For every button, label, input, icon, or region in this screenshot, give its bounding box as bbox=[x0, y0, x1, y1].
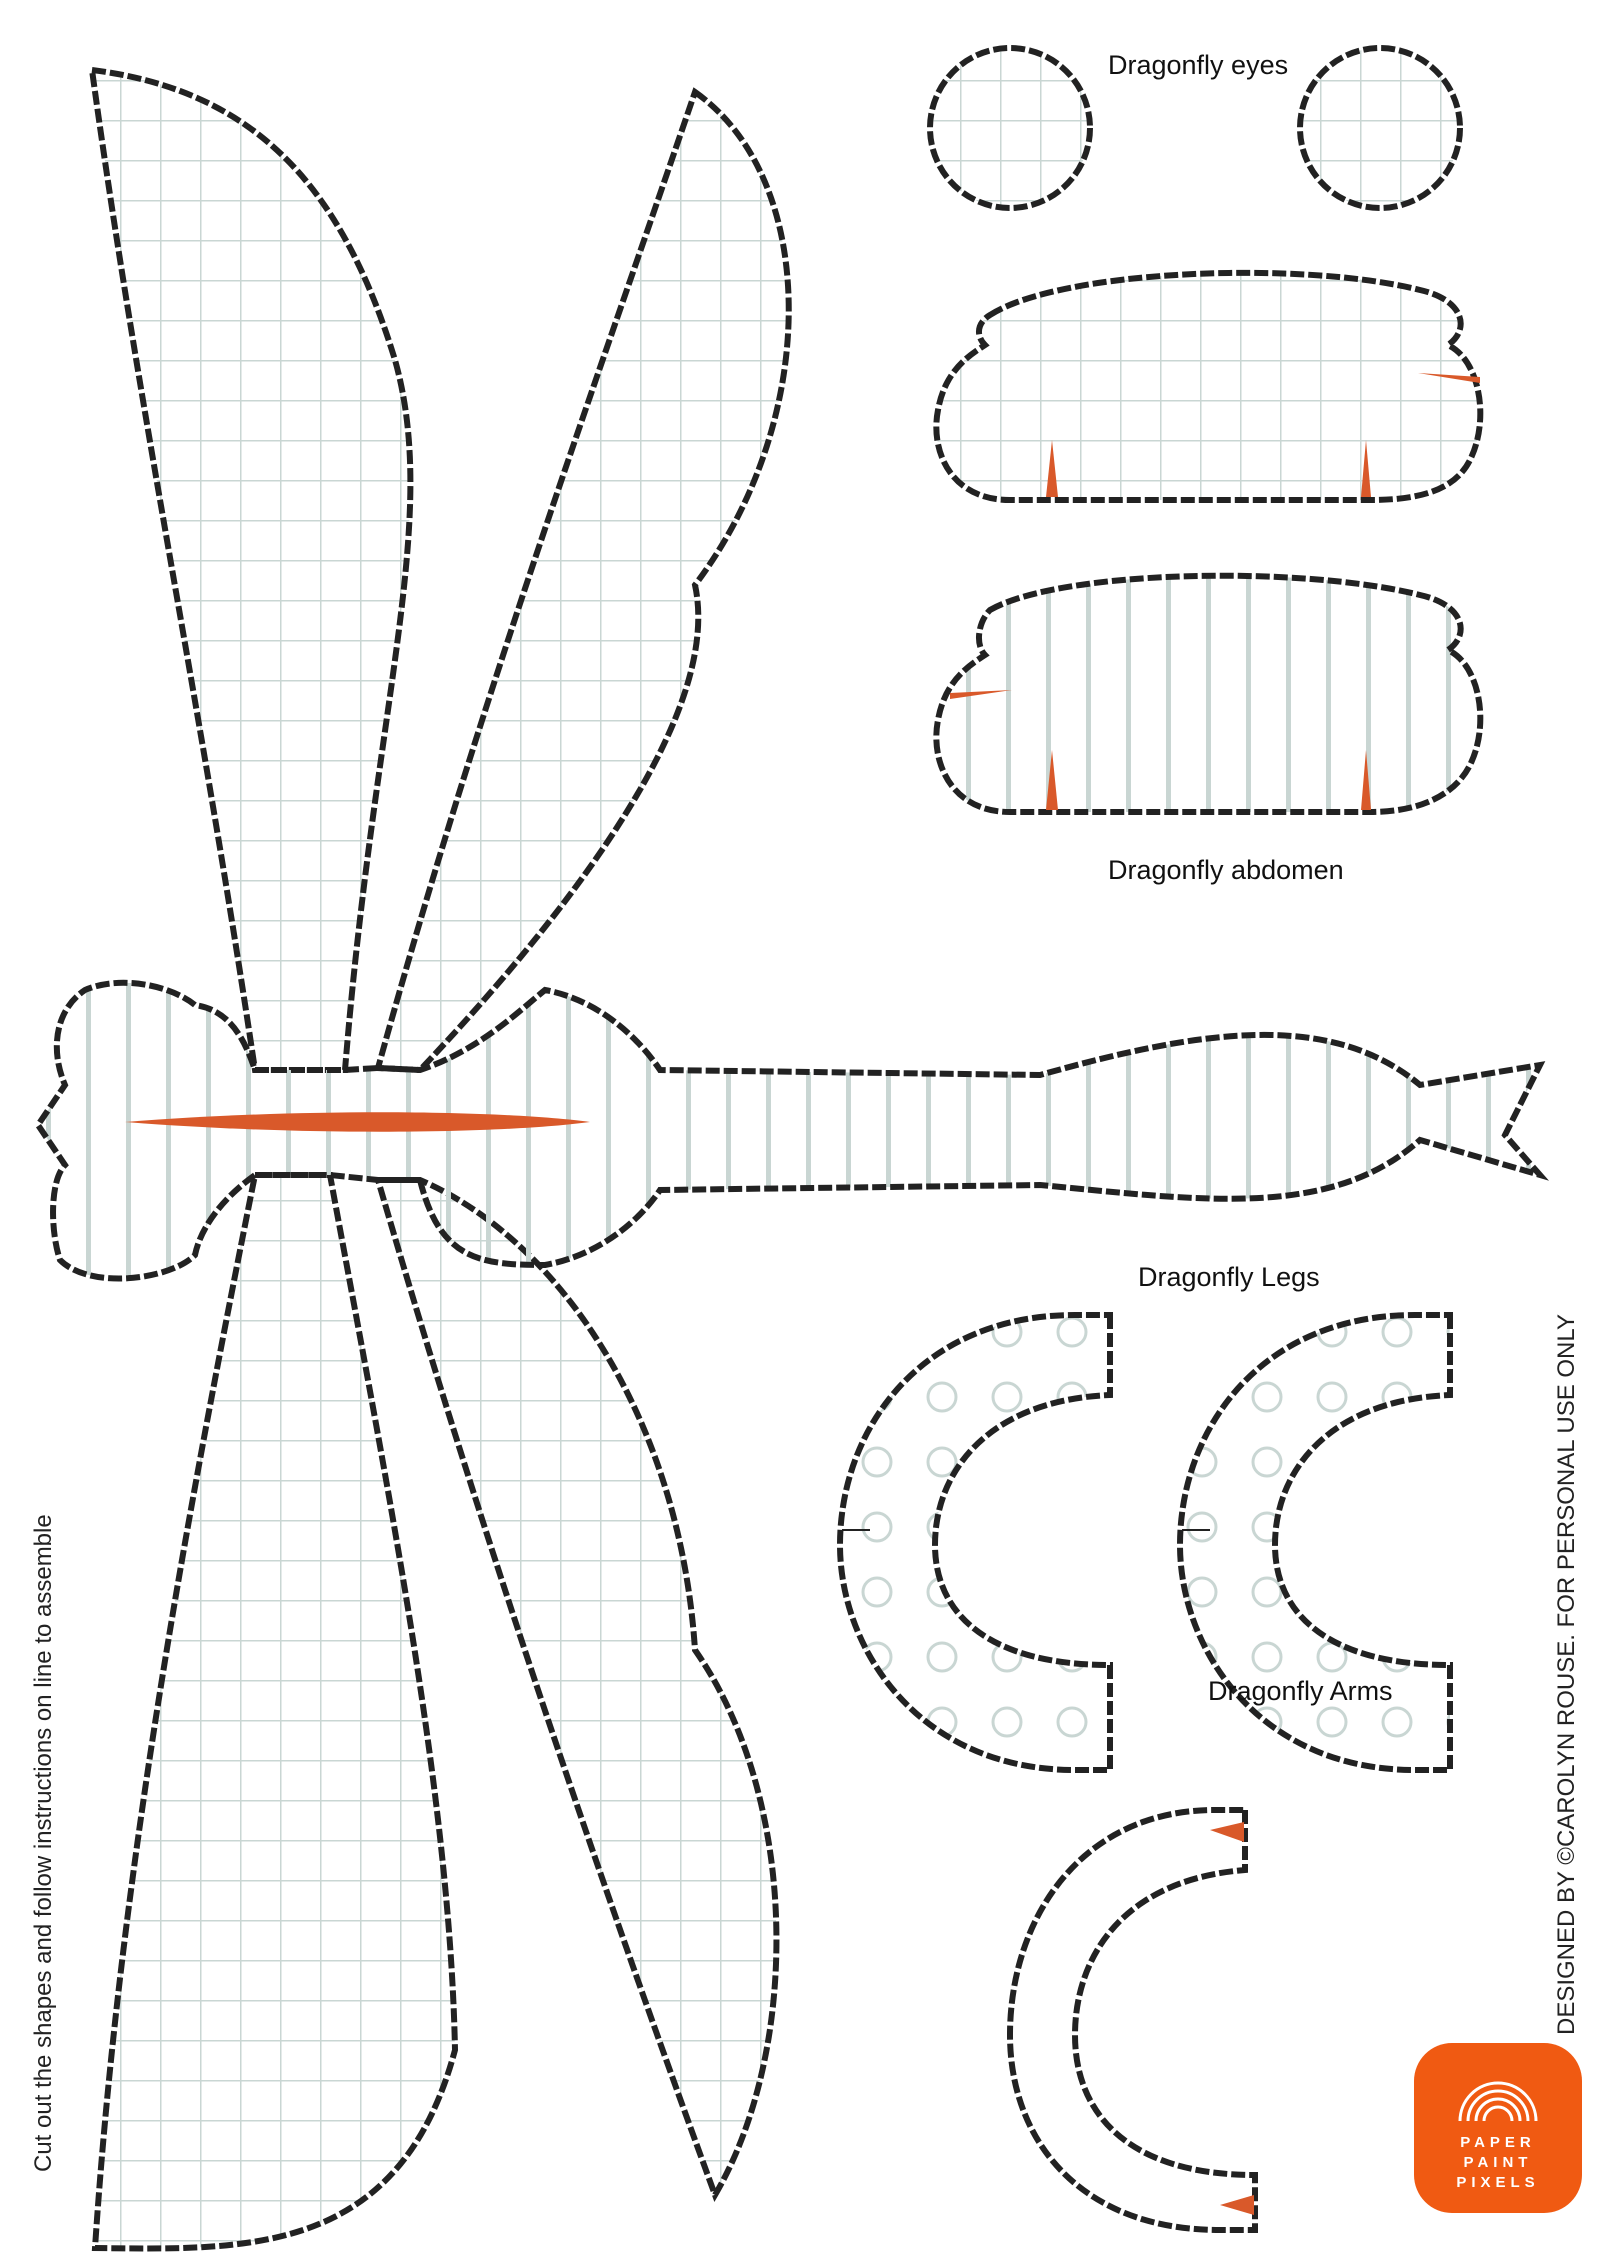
dragonfly-body bbox=[34, 979, 1550, 1282]
body-slit-mark bbox=[125, 1112, 590, 1132]
paper-paint-pixels-logo: PAPER PAINT PIXELS bbox=[1414, 2043, 1582, 2213]
abdomen-label: Dragonfly abdomen bbox=[1108, 855, 1344, 885]
abdomen-piece-top bbox=[933, 269, 1484, 503]
arm-slit-top bbox=[1210, 1822, 1244, 1842]
legs-label: Dragonfly Legs bbox=[1138, 1262, 1320, 1292]
logo-line-paper: PAPER bbox=[1460, 2134, 1536, 2151]
eye-left bbox=[927, 45, 1093, 211]
wing-lower-right bbox=[374, 1177, 780, 2203]
abdomen-top-slit-left bbox=[1046, 440, 1058, 497]
leg-piece-left bbox=[836, 1312, 1113, 1773]
eyes-label: Dragonfly eyes bbox=[1108, 50, 1289, 80]
leg-piece-right bbox=[1176, 1312, 1453, 1773]
eye-right bbox=[1297, 45, 1463, 211]
arm-slit-bottom bbox=[1220, 2195, 1254, 2215]
abdomen-piece-bottom bbox=[933, 572, 1484, 815]
wing-lower-left bbox=[91, 1172, 459, 2252]
arm-piece bbox=[1006, 1807, 1258, 2233]
logo-line-pixels: PIXELS bbox=[1456, 2174, 1540, 2191]
rainbow-icon bbox=[1458, 2081, 1538, 2122]
abdomen-bottom-slit-left bbox=[1046, 750, 1058, 810]
logo-line-paint: PAINT bbox=[1463, 2154, 1533, 2171]
abdomen-bottom-slit-right bbox=[1361, 750, 1371, 810]
instructions-text: Cut out the shapes and follow instructio… bbox=[30, 1514, 57, 2172]
wing-upper-right bbox=[374, 87, 792, 1074]
abdomen-top-slit-side bbox=[1418, 373, 1480, 383]
arms-label: Dragonfly Arms bbox=[1208, 1676, 1393, 1706]
wing-upper-left bbox=[88, 66, 414, 1073]
credit-text: DESIGNED BY ©CAROLYN ROUSE. FOR PERSONAL… bbox=[1553, 1314, 1580, 2035]
abdomen-top-slit-right bbox=[1361, 440, 1371, 497]
abdomen-bottom-slit-side bbox=[950, 690, 1012, 699]
